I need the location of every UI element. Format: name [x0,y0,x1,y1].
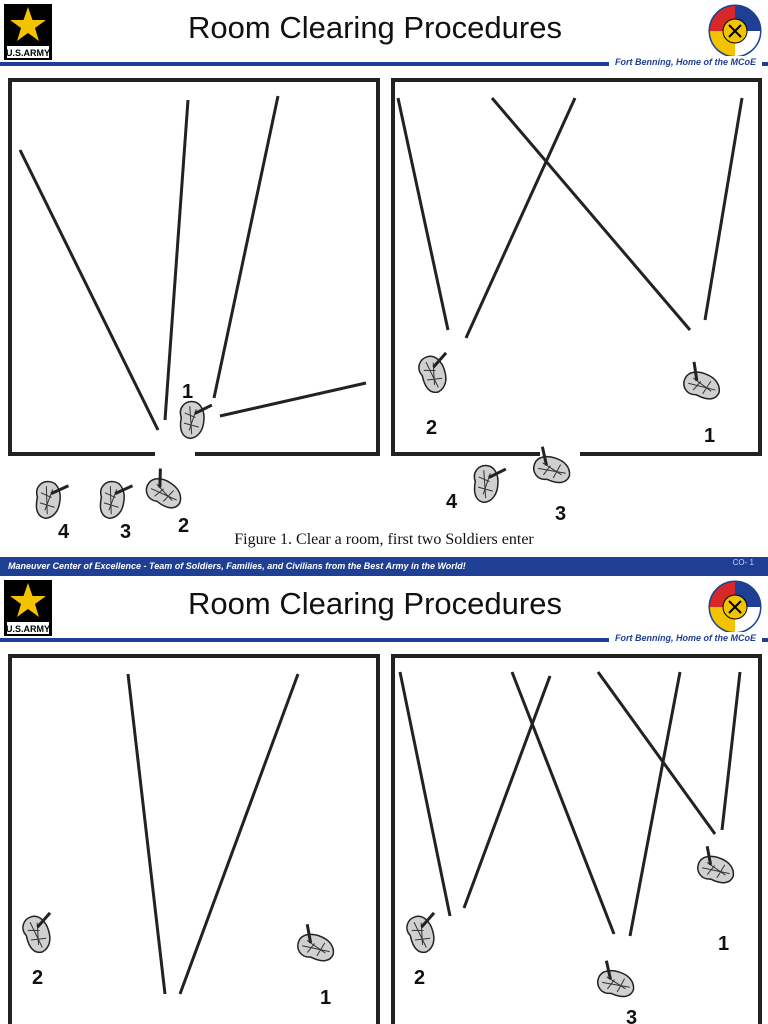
room-diagrams: 1 4 3 2 2 1 4 3 [8,78,762,543]
soldier-icon [469,461,512,506]
soldier-icon [399,905,451,958]
soldier-label: 1 [704,425,715,447]
page-code: CO- 1 [732,558,754,567]
soldier-label: 1 [182,381,193,403]
soldier-label: 4 [58,521,70,543]
soldier-icon [411,345,463,398]
soldier-icon [680,359,726,403]
mcoe-seal-icon [702,580,762,634]
soldier-icon [594,958,638,1000]
army-star-icon: U.S.ARMY [4,580,52,636]
soldier-label: 2 [426,417,437,439]
room-diagrams: 2 1 2 1 3 [8,654,762,1024]
soldier-label: 1 [718,933,729,955]
soldier-icon [15,905,67,958]
soldier-icon [294,921,339,964]
page-title: Room Clearing Procedures [188,586,562,621]
soldier-label: 3 [626,1007,637,1024]
soldier-icon [32,477,74,521]
soldier-label: 2 [178,515,189,537]
footer-text: Maneuver Center of Excellence - Team of … [8,561,466,571]
left-room: 2 1 [8,654,380,1024]
footer-bar: Maneuver Center of Excellence - Team of … [0,557,768,576]
soldier-icon [694,843,739,886]
slide-1: U.S.ARMY Room Clearing Procedures Fort B… [0,4,768,576]
soldier-label: 2 [32,967,43,989]
logo-text: U.S.ARMY [6,48,50,58]
page-title: Room Clearing Procedures [188,10,562,45]
soldier-label: 3 [555,503,566,525]
soldier-icon [141,464,191,513]
slide-2: U.S.ARMY Room Clearing Procedures Fort B… [0,576,768,1024]
right-room: 2 1 3 [391,654,762,1024]
left-room: 1 4 3 2 [8,78,380,543]
figure-caption: Figure 1. Clear a room, first two Soldie… [234,531,534,548]
tagline: Fort Benning, Home of the MCoE [609,632,762,644]
army-star-icon: U.S.ARMY [4,4,52,60]
soldier-icon [530,444,574,486]
soldier-label: 3 [120,521,131,543]
soldier-label: 2 [414,967,425,989]
soldier-icon [96,477,138,521]
soldier-icon [175,397,218,442]
soldier-label: 4 [446,491,458,513]
soldier-label: 1 [320,987,331,1009]
right-room: 2 1 4 3 [391,78,762,525]
header-rule [0,62,768,66]
mcoe-seal-icon [702,4,762,58]
tagline: Fort Benning, Home of the MCoE [609,56,762,68]
logo-text: U.S.ARMY [6,624,50,634]
header-rule [0,638,768,642]
